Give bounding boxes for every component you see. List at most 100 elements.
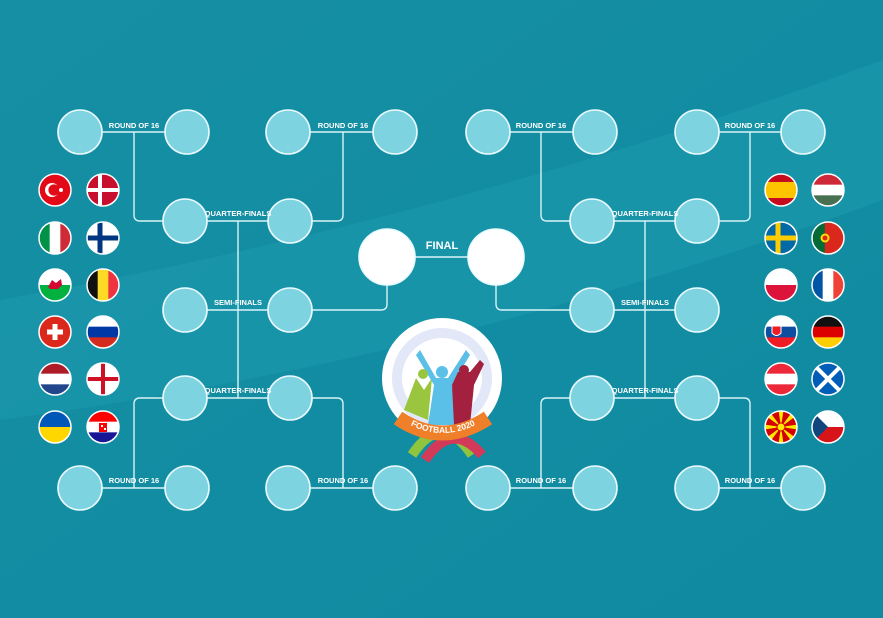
final-label: FINAL	[426, 240, 459, 252]
figure-green	[404, 378, 432, 420]
round-of-16-slot[interactable]	[57, 465, 103, 511]
flag-border	[811, 221, 845, 255]
football-2020-logo: FOOTBALL 2020	[382, 318, 502, 463]
bracket-line	[540, 132, 592, 222]
quarter-final-slot[interactable]	[674, 375, 720, 421]
flag-border	[764, 173, 798, 207]
quarter-final-slot[interactable]	[569, 198, 615, 244]
round-of-16-label: ROUND OF 16	[516, 476, 566, 485]
flag-border	[764, 315, 798, 349]
flag-border	[764, 410, 798, 444]
round-labels: ROUND OF 16 ROUND OF 16 ROUND OF 16 ROUND O…	[109, 121, 775, 485]
round-of-16-label: ROUND OF 16	[725, 121, 775, 130]
flag-finland-icon	[87, 222, 119, 254]
quarter-finals-label: QUARTER-FINALS	[612, 209, 679, 218]
bracket-line	[290, 397, 344, 488]
flag-denmark-icon	[87, 174, 119, 206]
quarter-finals-label: QUARTER-FINALS	[205, 386, 272, 395]
flag-germany-icon	[812, 316, 844, 348]
round-of-16-label: ROUND OF 16	[516, 121, 566, 130]
flag-border	[86, 410, 120, 444]
background-band	[0, 60, 883, 420]
semi-final-slot[interactable]	[162, 287, 208, 333]
quarter-final-slot[interactable]	[162, 198, 208, 244]
round-of-16-label: ROUND OF 16	[109, 476, 159, 485]
semi-final-slot[interactable]	[674, 287, 720, 333]
bracket-line	[290, 132, 344, 222]
round-of-16-slot[interactable]	[57, 109, 103, 155]
flag-ukraine-icon	[39, 411, 71, 443]
flag-border	[811, 173, 845, 207]
flag-slovakia-icon	[765, 316, 797, 348]
flag-netherlands-icon	[39, 363, 71, 395]
round-of-16-slot[interactable]	[164, 465, 210, 511]
flag-border	[764, 268, 798, 302]
round-of-16-slot[interactable]	[465, 109, 511, 155]
round-of-16-label: ROUND OF 16	[318, 121, 368, 130]
flag-border	[811, 362, 845, 396]
round-of-16-slot[interactable]	[465, 465, 511, 511]
bracket-slots	[57, 109, 826, 511]
round-of-16-label: ROUND OF 16	[318, 476, 368, 485]
bracket-line	[697, 132, 751, 222]
flag-poland-icon	[765, 269, 797, 301]
flag-scotland-icon	[812, 363, 844, 395]
flag-turkey-icon	[39, 174, 71, 206]
flag-border	[38, 362, 72, 396]
flag-italy-icon	[39, 222, 71, 254]
round-of-16-slot[interactable]	[372, 465, 418, 511]
round-of-16-slot[interactable]	[674, 465, 720, 511]
bracket-line	[540, 397, 592, 488]
flag-czech-republic-icon	[812, 411, 844, 443]
flag-france-icon	[812, 269, 844, 301]
flag-hungary-icon	[812, 174, 844, 206]
final-slot[interactable]	[358, 228, 416, 286]
flag-austria-icon	[765, 363, 797, 395]
bracket-line	[495, 257, 592, 311]
round-of-16-slot[interactable]	[372, 109, 418, 155]
flag-england-icon	[87, 363, 119, 395]
flag-wales-icon	[39, 269, 71, 301]
semi-final-slot[interactable]	[569, 287, 615, 333]
flag-border	[811, 410, 845, 444]
round-of-16-slot[interactable]	[780, 109, 826, 155]
semi-finals-label: SEMI-FINALS	[621, 298, 669, 307]
round-of-16-label: ROUND OF 16	[109, 121, 159, 130]
final-slot[interactable]	[467, 228, 525, 286]
flag-portugal-icon	[812, 222, 844, 254]
flag-north-macedonia-icon	[765, 411, 797, 443]
flag-border	[38, 268, 72, 302]
flag-border	[764, 221, 798, 255]
quarter-final-slot[interactable]	[267, 198, 313, 244]
flag-border	[811, 315, 845, 349]
round-of-16-slot[interactable]	[265, 465, 311, 511]
team-flags	[38, 173, 845, 444]
flag-border	[38, 221, 72, 255]
flag-border	[764, 362, 798, 396]
round-of-16-slot[interactable]	[572, 109, 618, 155]
semi-final-slot[interactable]	[267, 287, 313, 333]
round-of-16-slot[interactable]	[674, 109, 720, 155]
round-of-16-slot[interactable]	[572, 465, 618, 511]
quarter-finals-label: QUARTER-FINALS	[612, 386, 679, 395]
round-of-16-slot[interactable]	[164, 109, 210, 155]
figure-blue	[416, 350, 470, 425]
round-of-16-slot[interactable]	[265, 109, 311, 155]
flag-border	[38, 410, 72, 444]
quarter-final-slot[interactable]	[569, 375, 615, 421]
bracket-line	[697, 397, 751, 488]
quarter-final-slot[interactable]	[162, 375, 208, 421]
flag-spain-icon	[765, 174, 797, 206]
flag-switzerland-icon	[39, 316, 71, 348]
round-of-16-slot[interactable]	[780, 465, 826, 511]
quarter-final-slot[interactable]	[674, 198, 720, 244]
flag-border	[86, 173, 120, 207]
flag-border	[86, 315, 120, 349]
quarter-final-slot[interactable]	[267, 375, 313, 421]
flag-belgium-icon	[87, 269, 119, 301]
bracket-line	[290, 257, 388, 311]
figure-red	[452, 360, 484, 425]
flag-border	[38, 315, 72, 349]
